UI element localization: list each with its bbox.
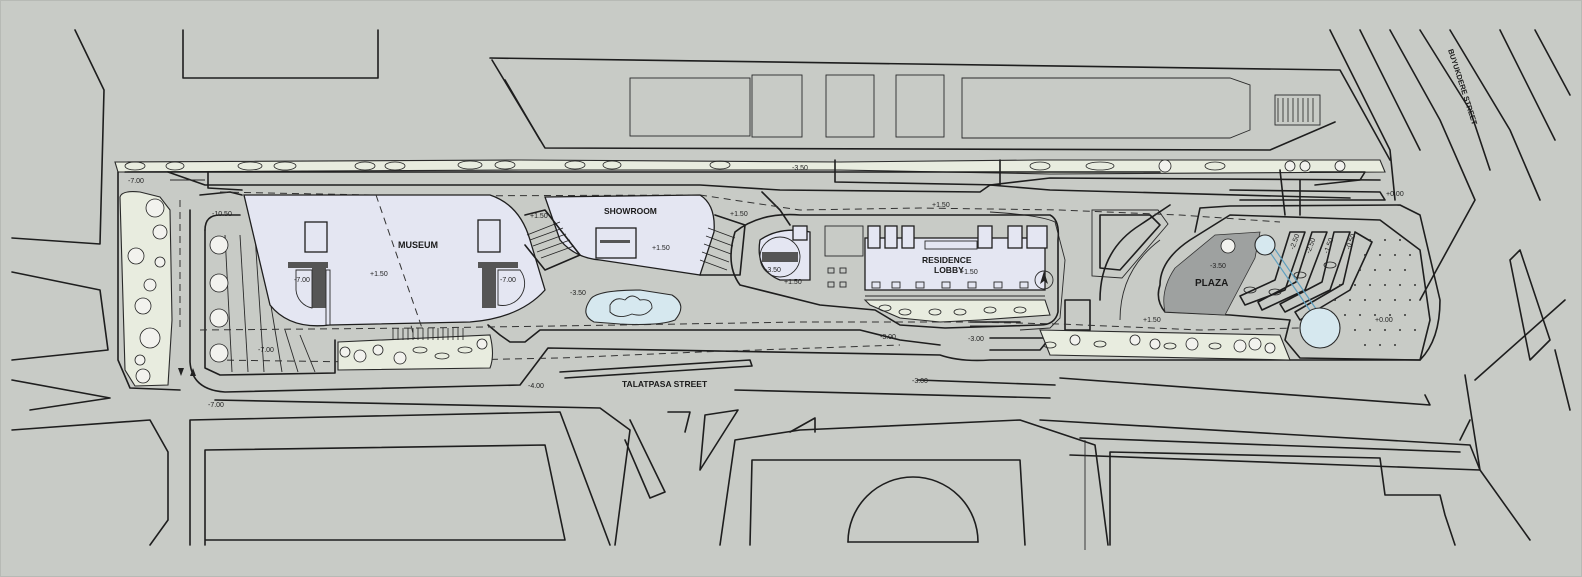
- level-plaza-mid: -3.50: [1210, 263, 1226, 270]
- level-court-left: +1.50: [530, 213, 548, 220]
- level-lobby-right: +1.50: [960, 269, 978, 276]
- level-w-ramp: -10.50: [212, 211, 232, 218]
- context-blocks: [11, 29, 1571, 550]
- level-corner: +0.00: [1375, 317, 1393, 324]
- round-room-core: [759, 236, 801, 278]
- level-garden: -7.00: [258, 347, 274, 354]
- lobby-bar: [924, 240, 978, 250]
- reflecting-pool: [585, 289, 682, 326]
- north-arrow-needle: [1040, 271, 1048, 284]
- north-shrubs: [124, 159, 1346, 173]
- level-nw: -7.00: [128, 178, 144, 185]
- north-landscape-strip: [114, 159, 1386, 175]
- lobby-outer-wall: [730, 213, 1060, 329]
- lobby-void: [824, 225, 864, 257]
- level-step-3: -1.50: [1323, 237, 1335, 254]
- residence-label-1: RESIDENCE: [922, 255, 972, 265]
- level-top-road: -3.50: [792, 165, 808, 172]
- lobby-furniture: [827, 267, 1045, 297]
- level-street-b: -3.00: [880, 334, 896, 341]
- south-garden-trees: [339, 338, 488, 365]
- showroom-stairs: [524, 209, 746, 276]
- pool-island: [609, 295, 653, 317]
- level-lobby-left: +1.50: [784, 279, 802, 286]
- level-sw: -7.00: [208, 402, 224, 409]
- residence-label-2: LOBBY: [934, 265, 964, 275]
- level-street-c: -3.00: [968, 336, 984, 343]
- entrance-arrow-right: [190, 368, 196, 376]
- plaza-grid-trees: [1334, 239, 1416, 346]
- level-ne: +0.00: [1386, 191, 1404, 198]
- showroom-cores: [595, 227, 637, 259]
- plaza-label: PLAZA: [1195, 278, 1228, 289]
- west-trees: [127, 198, 168, 384]
- level-street-d: -3.00: [912, 378, 928, 385]
- museum-label: MUSEUM: [398, 240, 438, 250]
- level-step-2: -2.50: [1305, 237, 1317, 254]
- east-garden-trees: [1043, 334, 1276, 354]
- level-marks: -7.00 -10.50 +1.50 -7.00 -7.00 +1.50 +1.…: [128, 165, 1404, 409]
- lobby-south-band: [863, 299, 1051, 323]
- east-garden: [1039, 329, 1291, 361]
- site-roads: [117, 159, 1441, 393]
- stair-hatching: [1277, 98, 1314, 122]
- talatpasa-street-label: TALATPASA STREET: [622, 379, 708, 389]
- stair-block: [1274, 94, 1321, 126]
- lobby-south-shrubs: [878, 304, 1027, 316]
- level-museum-left: -7.00: [294, 277, 310, 284]
- entrance-arrow-left: [178, 368, 184, 376]
- level-pool: -3.50: [570, 290, 586, 297]
- museum-building: [243, 194, 546, 327]
- plaza-steps: [1239, 231, 1373, 321]
- level-lobby-top: +1.50: [932, 202, 950, 209]
- museum-cores: [288, 219, 526, 326]
- round-room-stair: [762, 252, 798, 262]
- plaza-outline: [1157, 214, 1431, 361]
- level-plaza-right: +1.50: [1143, 317, 1161, 324]
- west-ramps: [209, 234, 316, 373]
- showroom-label: SHOWROOM: [604, 206, 657, 216]
- south-steps: [392, 328, 464, 340]
- lobby-cores: [792, 225, 1048, 249]
- level-round-room: -3.50: [765, 267, 781, 274]
- level-step-4: -0.50: [1345, 233, 1357, 250]
- plaza-fountain-small: [1254, 234, 1276, 256]
- level-showroom-right: +1.50: [730, 211, 748, 218]
- plaza-fountain-large: [1299, 307, 1341, 349]
- plaza-tree: [1220, 238, 1236, 254]
- buyukdere-street-label: BUYUKDERE STREET: [1446, 48, 1479, 126]
- level-showroom-floor: +1.50: [652, 245, 670, 252]
- level-museum-right: -7.00: [500, 277, 516, 284]
- level-street-a: -4.00: [528, 383, 544, 390]
- level-museum-floor: +1.50: [370, 271, 388, 278]
- plaza-paving: [1163, 231, 1261, 316]
